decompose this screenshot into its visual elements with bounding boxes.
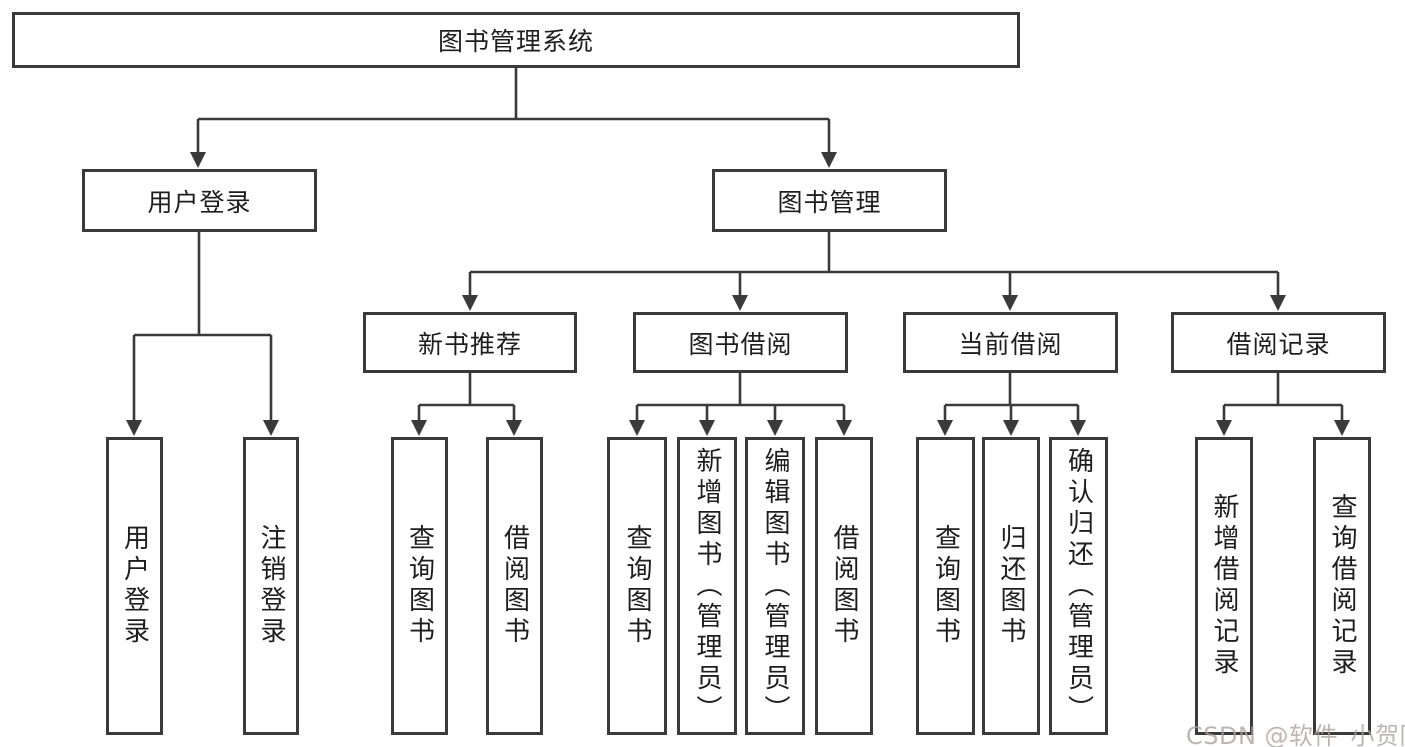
arrowhead [1002, 295, 1018, 311]
node-book-borrow: 图书借阅 [633, 312, 848, 373]
arrowhead [263, 420, 279, 436]
arrowhead [732, 295, 748, 311]
connector-user-login-children [132, 232, 273, 425]
arrowhead [1070, 420, 1086, 436]
node-label: 新增图书（管理员） [692, 446, 722, 726]
connector-new-books-children [417, 373, 516, 425]
node-leaf-query-books-borrow: 查询图书 [607, 437, 667, 735]
node-label: 用户登录 [147, 187, 252, 217]
arrowhead [1216, 420, 1232, 436]
arrowhead [821, 152, 837, 168]
arrowhead [937, 420, 953, 436]
connector-book-borrow-children [635, 373, 846, 425]
node-library-management-system: 图书管理系统 [12, 12, 1020, 68]
node-label: 编辑图书（管理员） [760, 446, 790, 726]
arrowhead [190, 152, 206, 168]
arrowhead [1270, 295, 1286, 311]
arrowhead [1334, 420, 1350, 436]
node-label: 注销登录 [256, 524, 286, 648]
connector-borrow-records-children [1222, 373, 1344, 425]
node-leaf-borrow-books-newbooks: 借阅图书 [486, 437, 543, 735]
node-label: 图书借阅 [688, 329, 793, 359]
arrowhead [767, 420, 783, 436]
node-leaf-query-books-current: 查询图书 [916, 437, 975, 735]
arrowhead-group [126, 152, 1350, 436]
node-label: 查询图书 [404, 524, 435, 648]
arrowhead [836, 420, 852, 436]
node-label: 当前借阅 [958, 329, 1063, 359]
node-book-management: 图书管理 [712, 169, 947, 232]
arrowhead [411, 420, 427, 436]
node-label: 借阅图书 [499, 524, 530, 648]
node-user-login: 用户登录 [82, 169, 317, 232]
connector-root-to-level2 [196, 68, 831, 157]
node-leaf-add-books-admin: 新增图书（管理员） [677, 437, 737, 735]
arrowhead [1003, 420, 1019, 436]
connector-book-mgmt-to-level3 [468, 232, 1280, 300]
node-label: 查询借阅记录 [1327, 493, 1357, 679]
node-label: 图书管理 [777, 187, 882, 217]
arrowhead [462, 295, 478, 311]
connector-current-borrow-children [943, 373, 1080, 425]
node-label: 归还图书 [996, 524, 1026, 648]
node-label: 新书推荐 [417, 329, 522, 359]
node-leaf-logout: 注销登录 [243, 437, 299, 735]
node-leaf-user-login: 用户登录 [106, 437, 163, 735]
node-borrow-records: 借阅记录 [1171, 312, 1386, 373]
node-label: 用户登录 [119, 524, 150, 648]
node-label: 查询图书 [930, 524, 961, 648]
node-leaf-add-borrow-record: 新增借阅记录 [1195, 437, 1253, 735]
node-leaf-query-borrow-record: 查询借阅记录 [1313, 437, 1371, 735]
node-label: 确认归还（管理员） [1063, 446, 1094, 726]
node-leaf-confirm-return-admin: 确认归还（管理员） [1049, 437, 1108, 735]
node-current-borrow: 当前借阅 [903, 312, 1118, 373]
node-label: 新增借阅记录 [1209, 493, 1239, 679]
node-label: 借阅记录 [1226, 329, 1331, 359]
arrowhead [699, 420, 715, 436]
csdn-watermark: CSDN @软件_小贺同学 [1186, 722, 1405, 747]
node-label: 查询图书 [622, 524, 652, 648]
node-leaf-borrow-books: 借阅图书 [815, 437, 873, 735]
arrowhead [126, 420, 142, 436]
arrowhead [506, 420, 522, 436]
node-leaf-query-books-newbooks: 查询图书 [391, 437, 448, 735]
node-label: 图书管理系统 [437, 27, 594, 56]
node-new-book-recommend: 新书推荐 [363, 312, 577, 373]
arrowhead [629, 420, 645, 436]
node-leaf-return-books: 归还图书 [982, 437, 1040, 735]
node-leaf-edit-books-admin: 编辑图书（管理员） [745, 437, 805, 735]
node-label: 借阅图书 [829, 524, 859, 648]
